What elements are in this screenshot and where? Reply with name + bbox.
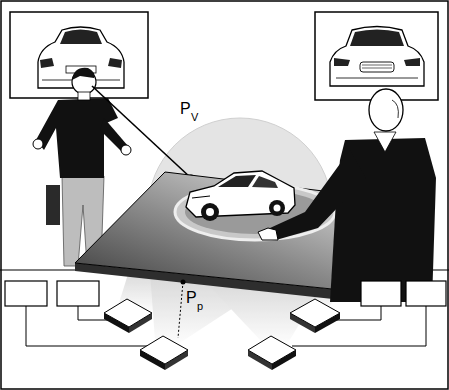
standing-user	[78, 92, 90, 100]
projector	[104, 299, 340, 370]
cable	[26, 306, 426, 346]
computer-box	[406, 281, 446, 306]
rear-view-monitor	[10, 12, 148, 98]
computer-box	[361, 281, 401, 306]
front-view-monitor	[362, 65, 392, 66]
front-view-monitor	[360, 62, 394, 72]
front-view-monitor	[330, 27, 424, 87]
projection-ray	[178, 282, 183, 338]
projection-point	[181, 280, 186, 285]
front-view-monitor	[404, 58, 420, 66]
rear-view-monitor	[40, 58, 54, 68]
rear-view-monitor	[60, 30, 102, 45]
front-view-monitor	[336, 78, 418, 79]
variable-symbol: P	[180, 101, 191, 117]
car-model	[218, 175, 256, 187]
car-model	[269, 200, 285, 216]
variable-subscript: V	[191, 112, 198, 123]
standing-user	[36, 98, 118, 178]
pointer-stick	[92, 86, 191, 178]
computer-box	[57, 281, 99, 306]
car-model	[206, 208, 214, 216]
computer-box	[5, 281, 47, 306]
front-view-monitor	[315, 12, 438, 100]
standing-user	[121, 145, 131, 155]
projector	[140, 336, 188, 364]
projector	[104, 299, 152, 327]
rear-view-monitor	[10, 12, 148, 98]
car-model	[192, 196, 210, 198]
variable-symbol: P	[186, 290, 197, 306]
front-view-monitor	[334, 58, 350, 66]
seated-user	[374, 132, 396, 152]
standing-user	[33, 139, 43, 149]
seated-user	[258, 89, 436, 302]
cable	[336, 306, 381, 320]
seated-user	[270, 150, 366, 240]
front-view-monitor	[315, 12, 438, 100]
computer-box	[5, 281, 446, 306]
projector	[248, 336, 296, 364]
standing-user	[72, 68, 94, 80]
car-model	[252, 176, 278, 188]
bag	[46, 185, 60, 225]
projector	[290, 299, 340, 327]
front-view-monitor	[362, 68, 392, 69]
seated-user	[392, 100, 398, 118]
front-view-monitor	[350, 30, 404, 47]
car-model	[186, 171, 295, 221]
seated-user	[369, 89, 403, 131]
rear-view-monitor	[108, 58, 122, 68]
seated-user	[258, 228, 278, 240]
car-model	[274, 205, 281, 212]
variable-subscript: p	[197, 301, 203, 312]
car-model	[201, 203, 219, 221]
